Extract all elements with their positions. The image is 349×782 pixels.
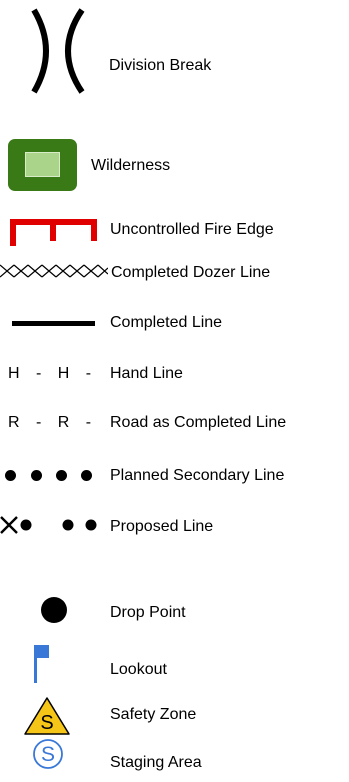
- lookout-flag-icon: [34, 645, 49, 683]
- legend-label-staging-area: Staging Area: [110, 754, 202, 771]
- legend-label-planned-secondary-line: Planned Secondary Line: [110, 467, 285, 484]
- staging-area-glyph: S: [41, 743, 55, 766]
- drop-point-icon: [41, 597, 67, 623]
- legend-label-uncontrolled-fire-edge: Uncontrolled Fire Edge: [110, 221, 274, 238]
- safety-zone-glyph: S: [40, 712, 53, 734]
- safety-zone-icon: S: [24, 697, 70, 735]
- secondary-line-dot: [5, 470, 16, 481]
- legend-label-safety-zone: Safety Zone: [110, 706, 197, 723]
- staging-area-icon: S: [33, 739, 63, 769]
- proposed-line-icon: [0, 516, 97, 534]
- division-break-icon: [31, 8, 85, 94]
- legend-label-lookout: Lookout: [110, 661, 167, 678]
- wilderness-icon: [8, 139, 77, 191]
- completed-line-icon: [12, 321, 95, 326]
- road-line-icon: R - R -: [8, 414, 92, 431]
- secondary-line-dot: [81, 470, 92, 481]
- uncontrolled-fire-edge-icon: [10, 219, 97, 246]
- legend-label-road-as-completed-line: Road as Completed Line: [110, 414, 287, 431]
- wilderness-inner-box: [25, 152, 60, 177]
- legend-label-division-break: Division Break: [109, 57, 212, 74]
- completed-dozer-line-icon: [0, 264, 108, 278]
- legend-label-wilderness: Wilderness: [91, 157, 171, 174]
- secondary-line-dot: [56, 470, 67, 481]
- legend-label-hand-line: Hand Line: [110, 365, 183, 382]
- legend-label-proposed-line: Proposed Line: [110, 518, 214, 535]
- legend-label-completed-line: Completed Line: [110, 314, 223, 331]
- legend-label-completed-dozer-line: Completed Dozer Line: [111, 264, 271, 281]
- legend-label-drop-point: Drop Point: [110, 604, 186, 621]
- secondary-line-dot: [31, 470, 42, 481]
- hand-line-icon: H - H -: [8, 365, 92, 382]
